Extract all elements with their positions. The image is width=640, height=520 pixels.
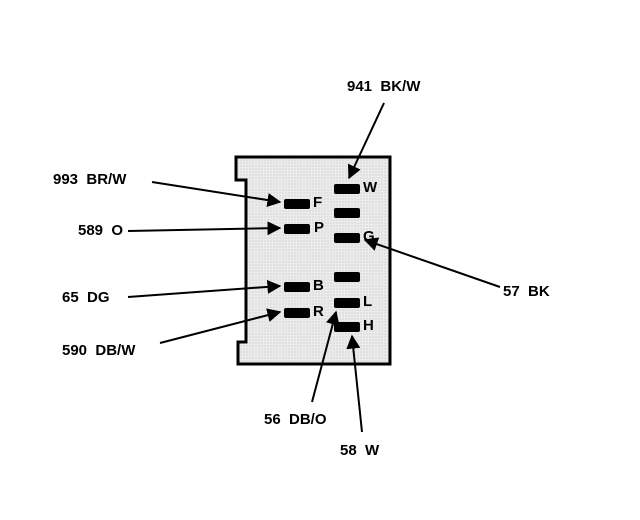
- pin-g: [334, 233, 360, 243]
- pin-letter-h: H: [363, 317, 374, 334]
- pin-r: [284, 308, 310, 318]
- wire-label-58: 58 W: [340, 442, 380, 459]
- wire-590: [159, 308, 282, 344]
- wire-label-57: 57 BK: [503, 283, 550, 300]
- pin-w: [334, 184, 360, 194]
- pin-unlabeled-1: [334, 208, 360, 218]
- wire-label-589: 589 O: [78, 222, 123, 239]
- pin-unlabeled-2: [334, 272, 360, 282]
- pin-letter-p: P: [314, 219, 324, 236]
- pin-f: [284, 199, 310, 209]
- pin-letter-w: W: [363, 179, 378, 196]
- pin-letter-f: F: [313, 194, 322, 211]
- wire-993: [151, 181, 282, 207]
- pin-letter-r: R: [313, 303, 324, 320]
- pin-b: [284, 282, 310, 292]
- wire-label-590: 590 DB/W: [62, 342, 136, 359]
- pin-letter-l: L: [363, 293, 372, 310]
- wire-label-56: 56 DB/O: [264, 411, 327, 428]
- wire-label-65: 65 DG: [62, 289, 110, 306]
- wire-label-993: 993 BR/W: [53, 171, 127, 188]
- wire-941: [347, 102, 385, 180]
- wire-58: [346, 334, 363, 433]
- pin-letter-b: B: [313, 277, 324, 294]
- wire-589: [127, 221, 282, 236]
- wire-65: [127, 279, 282, 298]
- wire-56: [311, 310, 340, 403]
- wire-label-941: 941 BK/W: [347, 78, 421, 95]
- pin-letter-g: G: [363, 228, 375, 245]
- pin-l: [334, 298, 360, 308]
- pin-p: [284, 224, 310, 234]
- pin-h: [334, 322, 360, 332]
- wire-57: [363, 237, 501, 288]
